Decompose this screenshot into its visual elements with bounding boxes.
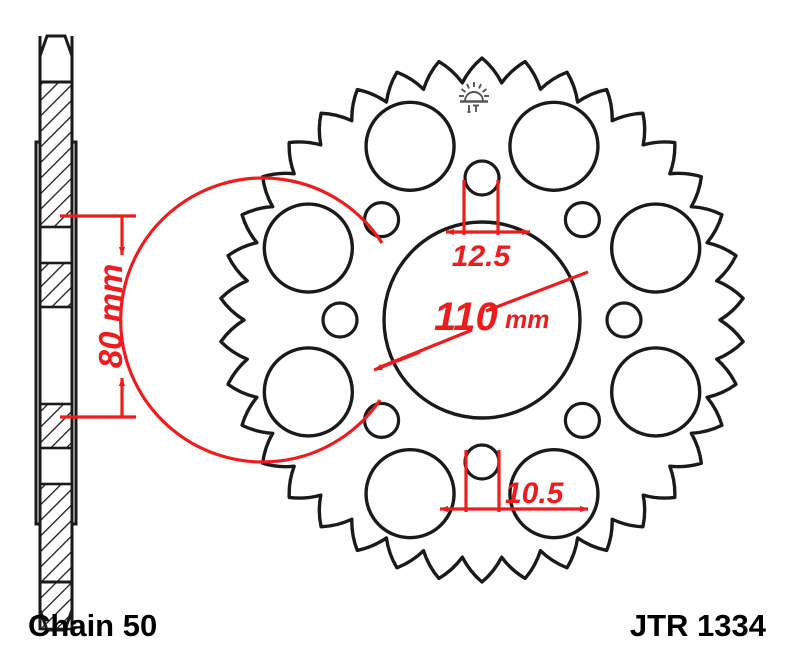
sprocket-plan-view [219, 56, 745, 584]
dimension-110mm-pcd: 110 mm [119, 176, 589, 464]
lightening-hole [262, 202, 355, 294]
section-hatch-upper-small [38, 261, 74, 309]
lightening-hole [508, 447, 600, 540]
center-bore [382, 220, 582, 420]
jt-sunrise-logo-icon [459, 82, 489, 113]
dimension-label-110: 110 [434, 295, 498, 339]
dimension-10-5: 10.5 [439, 450, 589, 513]
lightening-hole [508, 100, 600, 193]
pcd-leader-left [373, 350, 421, 372]
lightening-hole [364, 447, 456, 540]
bolt-hole [563, 401, 602, 440]
dimension-80mm: 80 mm [60, 214, 136, 419]
pcd-leader-right [485, 270, 589, 313]
chain-size-label: Chain 50 [28, 608, 158, 643]
bolt-hole [362, 200, 401, 239]
dimension-unit-mm: mm [505, 306, 549, 334]
dimension-label-10-5: 10.5 [505, 477, 565, 510]
bolt-hole [563, 200, 602, 239]
side-section-view [34, 34, 78, 632]
section-hatch-upper [38, 80, 74, 229]
bolt-hole [463, 159, 501, 197]
lightening-hole [364, 100, 456, 193]
bolt-hole [463, 443, 501, 481]
bolt-hole [605, 301, 643, 339]
lightening-holes-group [262, 100, 702, 540]
bolt-hole [321, 301, 359, 339]
section-hatch-lower-small [38, 402, 74, 450]
part-number-label: JTR 1334 [629, 608, 766, 643]
dimension-12-5: 12.5 [445, 180, 531, 273]
lightening-hole [609, 202, 702, 294]
lightening-hole [609, 346, 702, 438]
lightening-hole [262, 346, 355, 438]
bolt-holes-group [321, 159, 643, 481]
pcd-circle-arc [119, 176, 384, 464]
dimension-label-12-5: 12.5 [452, 240, 512, 273]
bolt-hole [362, 401, 401, 440]
